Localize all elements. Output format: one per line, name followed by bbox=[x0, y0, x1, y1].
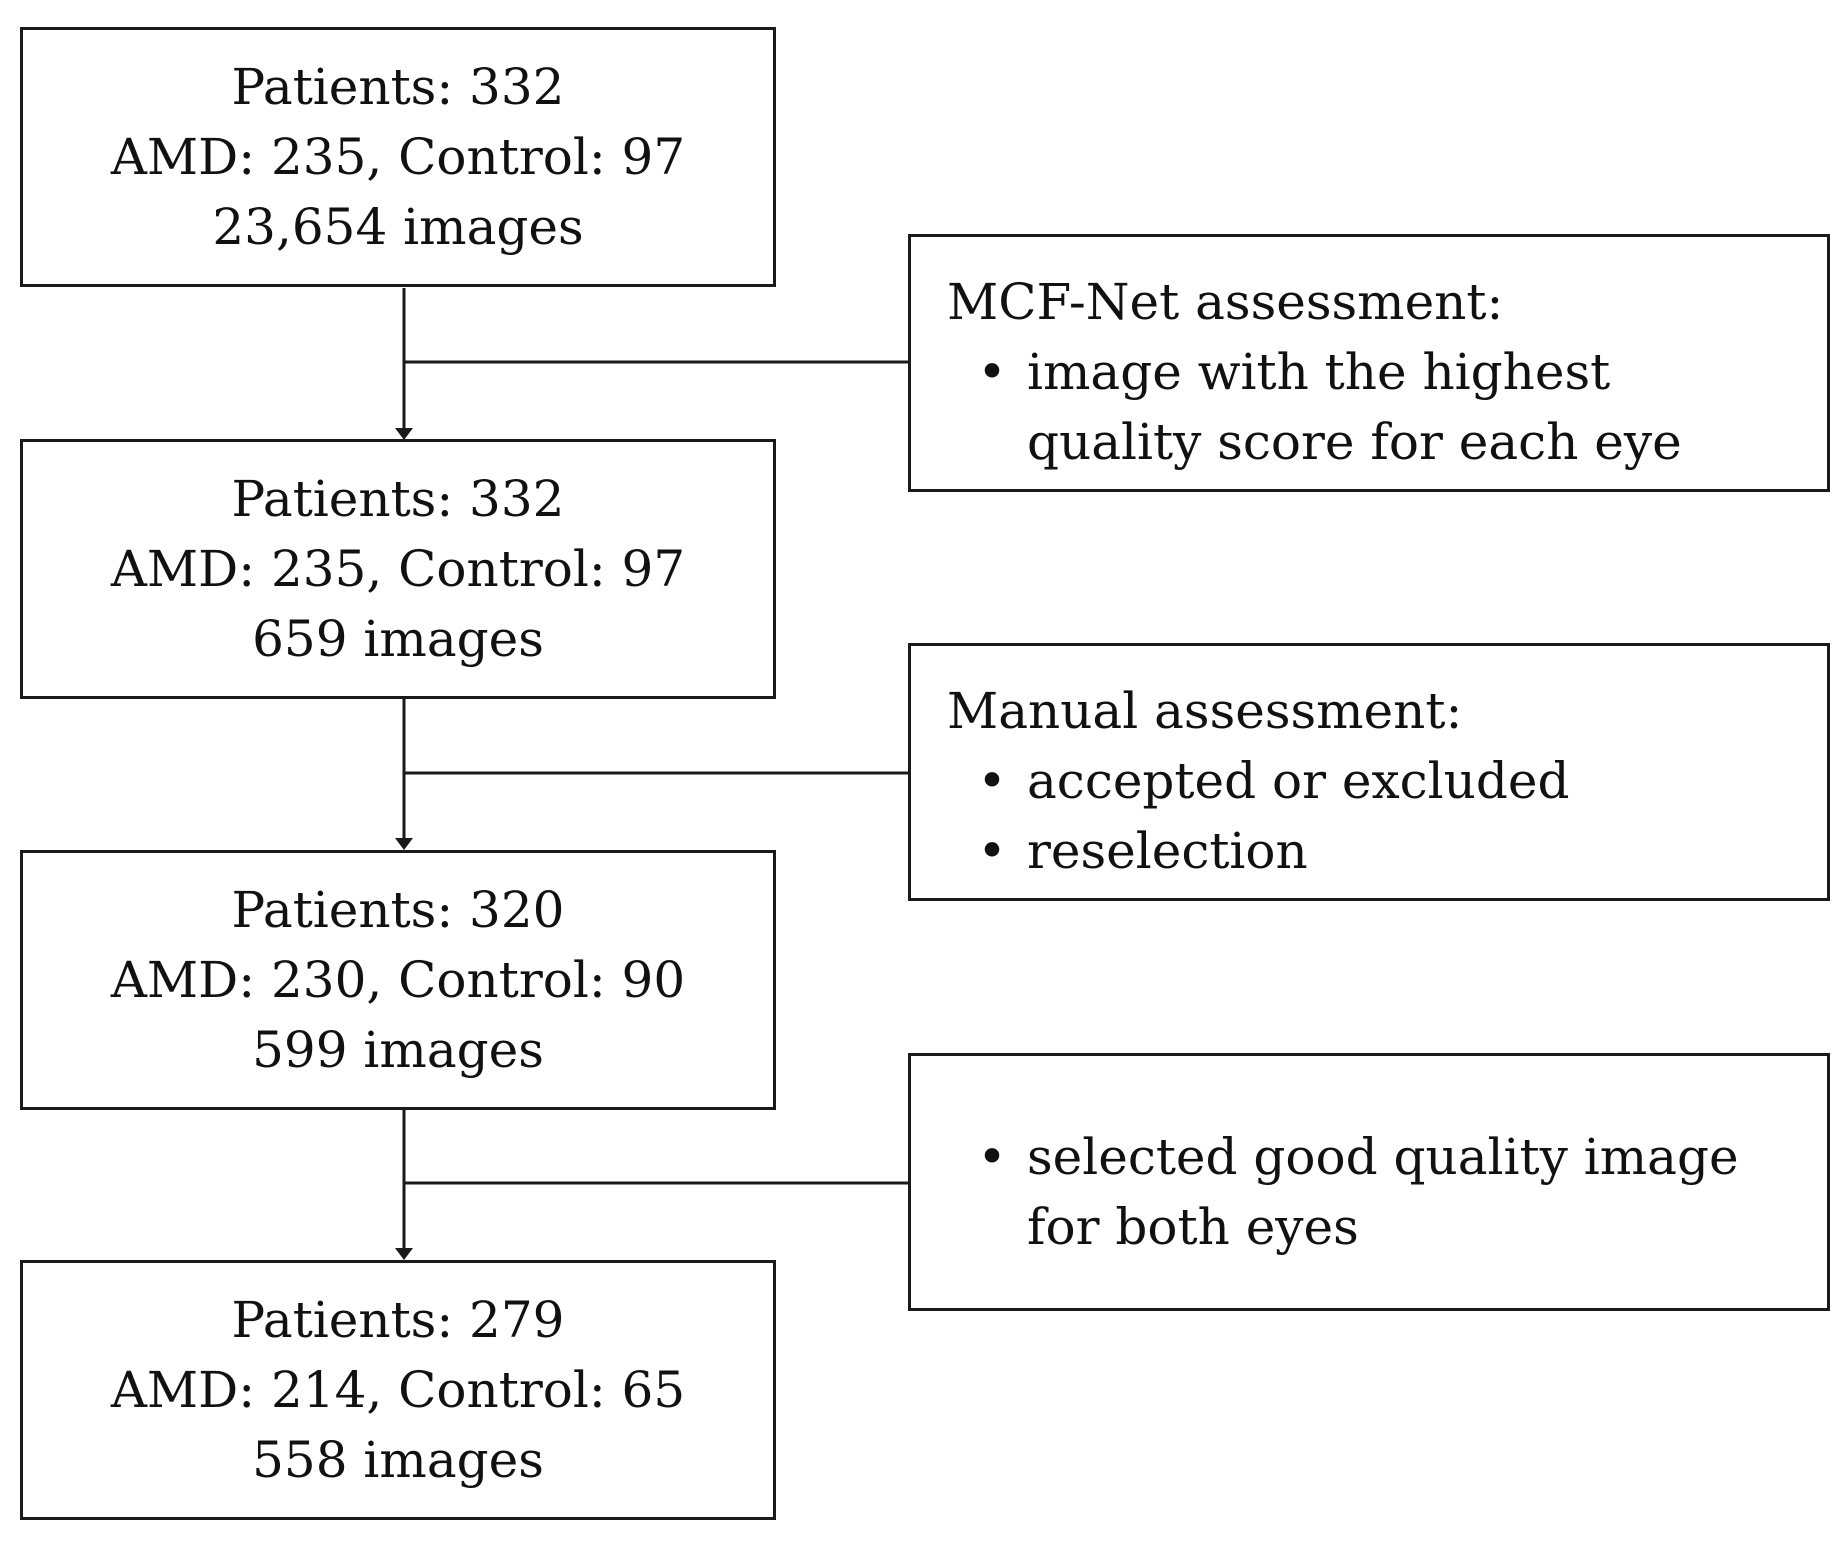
step-box-mcf-net: MCF-Net assessment: • image with the hig… bbox=[908, 234, 1830, 492]
stage-box-1: Patients: 332 AMD: 235, Control: 97 23,6… bbox=[20, 27, 776, 287]
step-list: • image with the highest quality score f… bbox=[947, 337, 1797, 477]
stage-images: 599 images bbox=[252, 1021, 544, 1079]
arrowhead-stage-2 bbox=[395, 428, 413, 440]
stage-box-2: Patients: 332 AMD: 235, Control: 97 659 … bbox=[20, 439, 776, 699]
stage-patients: Patients: 332 bbox=[231, 58, 565, 116]
stage-groups: AMD: 214, Control: 65 bbox=[110, 1361, 686, 1419]
list-item: • reselection bbox=[947, 816, 1797, 886]
stage-images: 558 images bbox=[252, 1431, 544, 1489]
step-box-final-selection: • selected good quality image for both e… bbox=[908, 1053, 1830, 1311]
stage-box-3: Patients: 320 AMD: 230, Control: 90 599 … bbox=[20, 850, 776, 1110]
bullet-icon: • bbox=[977, 752, 1007, 810]
step-title: Manual assessment: bbox=[947, 682, 1463, 740]
stage-patients: Patients: 320 bbox=[231, 881, 565, 939]
stage-images: 23,654 images bbox=[212, 198, 584, 256]
stage-patients: Patients: 332 bbox=[231, 470, 565, 528]
list-item: • selected good quality image for both e… bbox=[947, 1122, 1797, 1262]
stage-images: 659 images bbox=[252, 610, 544, 668]
arrowhead-stage-4 bbox=[395, 1248, 413, 1260]
list-item: • image with the highest quality score f… bbox=[947, 337, 1797, 477]
list-item-text: image with the highest quality score for… bbox=[1027, 343, 1682, 471]
list-item-text: reselection bbox=[1027, 822, 1308, 880]
arrowhead-stage-3 bbox=[395, 838, 413, 850]
stage-groups: AMD: 230, Control: 90 bbox=[110, 951, 686, 1009]
step-list: • accepted or excluded • reselection bbox=[947, 746, 1797, 886]
list-item-text: selected good quality image for both eye… bbox=[1027, 1128, 1739, 1256]
stage-box-4: Patients: 279 AMD: 214, Control: 65 558 … bbox=[20, 1260, 776, 1520]
bullet-icon: • bbox=[977, 343, 1007, 401]
stage-groups: AMD: 235, Control: 97 bbox=[110, 540, 686, 598]
stage-patients: Patients: 279 bbox=[231, 1291, 565, 1349]
step-list: • selected good quality image for both e… bbox=[947, 1122, 1797, 1262]
list-item: • accepted or excluded bbox=[947, 746, 1797, 816]
list-item-text: accepted or excluded bbox=[1027, 752, 1570, 810]
step-title: MCF-Net assessment: bbox=[947, 273, 1504, 331]
bullet-icon: • bbox=[977, 822, 1007, 880]
stage-groups: AMD: 235, Control: 97 bbox=[110, 128, 686, 186]
bullet-icon: • bbox=[977, 1128, 1007, 1186]
step-box-manual: Manual assessment: • accepted or exclude… bbox=[908, 643, 1830, 901]
